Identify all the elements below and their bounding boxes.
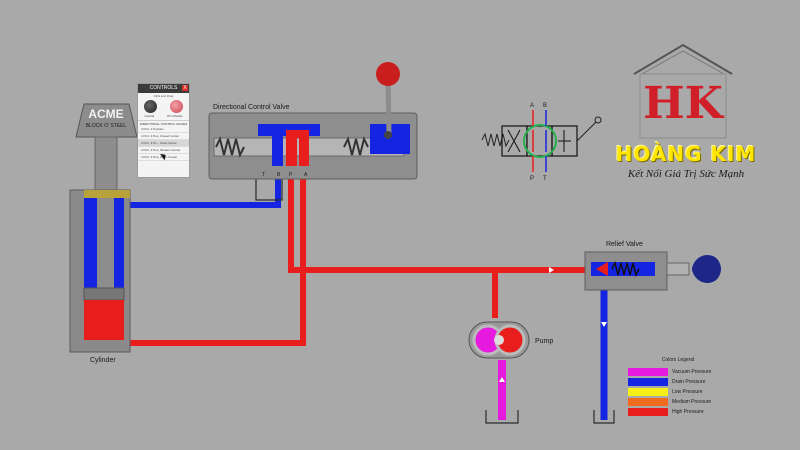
legend-row: Medium Pressure [628, 397, 728, 407]
valve-lever [385, 77, 392, 134]
port-label-t: T [262, 172, 265, 178]
close-icon[interactable]: X [182, 85, 188, 91]
valve-lever-knob [376, 62, 400, 86]
control-knob-label: Control [144, 114, 155, 118]
port-label-b: B [277, 172, 281, 178]
cylinder-subtitle: BLOCK O' STEEL [86, 123, 127, 129]
symbol-active-ring [523, 124, 557, 158]
logo-letters: HK [643, 78, 725, 129]
symbol-port-a: A [530, 103, 534, 109]
valve-option-3[interactable]: 4 Port, 3 Pos, Tandem Center [138, 147, 189, 154]
controls-header: CONTROLS X [138, 84, 189, 93]
cylinder-gland [84, 190, 130, 198]
valve-channel-red [286, 130, 309, 138]
valve-option-2[interactable]: 4 Port, 3 Po... Float Center [138, 140, 189, 147]
colors-legend: Colors Legend Vacuum Pressure Drain Pres… [628, 357, 728, 417]
valve-symbol: A B P T [481, 103, 602, 182]
brand-slogan: Kết Nối Giá Trị Sức Mạnh [627, 168, 745, 180]
valve-title: Directional Control Valve [213, 104, 290, 111]
pump-label: Pump [535, 338, 553, 345]
tank-pump [485, 410, 519, 424]
relief-spring [611, 260, 640, 278]
valve-port-p [286, 136, 297, 166]
cylinder-piston-rod [97, 198, 114, 290]
legend-title: Colors Legend [661, 357, 695, 363]
valve-option-0[interactable]: 4 Port, 2 Position [138, 126, 189, 133]
symbol-box-center [526, 125, 553, 157]
tank-relief [593, 410, 615, 424]
legend-row: High Pressure [628, 407, 728, 417]
valve-lever-pivot [384, 131, 392, 139]
cylinder-cap-chamber [84, 300, 124, 340]
port-label-p: P [289, 172, 293, 178]
tank-valve [255, 178, 283, 201]
logo-frame [639, 73, 727, 139]
cylinder-label: Cylinder [90, 357, 116, 364]
flow-arrow-down [601, 322, 607, 327]
port-label-a: A [304, 172, 308, 178]
pipe-drain-cylinder-to-valve [128, 172, 281, 208]
brand-name: HOÀNG KIM [615, 142, 757, 166]
legend-label-high: High Pressure [672, 409, 704, 415]
legend-row: Vacuum Pressure [628, 367, 728, 377]
relief-poppet [596, 262, 608, 276]
legend-label-low: Low Pressure [672, 389, 703, 395]
valve-option-1[interactable]: 4 Port, 3 Pos, Closed Center [138, 133, 189, 140]
legend-swatch-low [628, 388, 668, 396]
valve-port-labels: T B P A [262, 172, 308, 178]
relief-valve[interactable] [584, 251, 721, 291]
controls-hint: Click and Drag [153, 94, 174, 98]
cylinder-rod [94, 136, 118, 198]
legend-swatch-vacuum [628, 368, 668, 376]
flow-arrow-up [499, 377, 505, 382]
legend-swatch-medium [628, 398, 668, 406]
cylinder-brand: ACME [88, 107, 123, 121]
controls-section-title: DIRECTIONAL CONTROL VALVES [138, 120, 189, 126]
pipe-high-pump-branch [300, 267, 498, 318]
directional-control-valve[interactable] [208, 62, 418, 180]
relief-adjust-knob [692, 255, 721, 283]
symbol-port-b: B [543, 103, 547, 109]
valve-port-b [272, 136, 283, 166]
logo-roof-inner [641, 50, 725, 75]
symbol-port-t: T [543, 176, 547, 182]
legend-swatch-drain [628, 378, 668, 386]
valve-port-a [299, 136, 309, 166]
legend-label-drain: Drain Pressure [672, 379, 706, 385]
symbol-lever-end [594, 116, 602, 124]
logo-roof [633, 43, 733, 75]
cylinder-piston [83, 287, 125, 301]
valve-spring-right [343, 136, 369, 156]
symbol-port-p: P [530, 176, 534, 182]
flow-arrow-right [549, 267, 554, 273]
relief-valve-label: Relief Valve [606, 241, 643, 248]
symbol-lever [576, 121, 597, 142]
legend-row: Drain Pressure [628, 377, 728, 387]
symbol-arrows-right [558, 130, 571, 152]
pipe-high-pump-to-valve [288, 172, 590, 273]
po-checks-knob[interactable] [169, 100, 183, 113]
brand-logo: HK [633, 43, 733, 139]
relief-adjust-stem [666, 262, 690, 276]
cylinder[interactable] [69, 103, 138, 353]
legend-label-vacuum: Vacuum Pressure [672, 369, 712, 375]
valve-option-4[interactable]: 4 Port, 3 Pos, Open Center [138, 154, 189, 161]
legend-label-medium: Medium Pressure [672, 399, 712, 405]
controls-knobs [138, 100, 189, 113]
pipes [128, 172, 615, 424]
pipe-high-cylinder-to-valve [128, 172, 306, 346]
control-knob[interactable] [144, 100, 158, 113]
po-checks-knob-label: PO Checks [167, 114, 183, 118]
pump-gear-center [494, 335, 504, 345]
legend-row: Low Pressure [628, 387, 728, 397]
valve-spring-left [215, 136, 245, 158]
controls-knob-labels: Control PO Checks [138, 114, 189, 118]
pump[interactable] [468, 321, 530, 359]
controls-title: CONTROLS [149, 85, 178, 91]
controls-panel[interactable]: CONTROLS X Click and Drag Control PO Che… [137, 83, 190, 178]
symbol-spring-left [481, 132, 510, 148]
legend-swatch-high [628, 408, 668, 416]
symbol-arrows-left [507, 129, 521, 153]
